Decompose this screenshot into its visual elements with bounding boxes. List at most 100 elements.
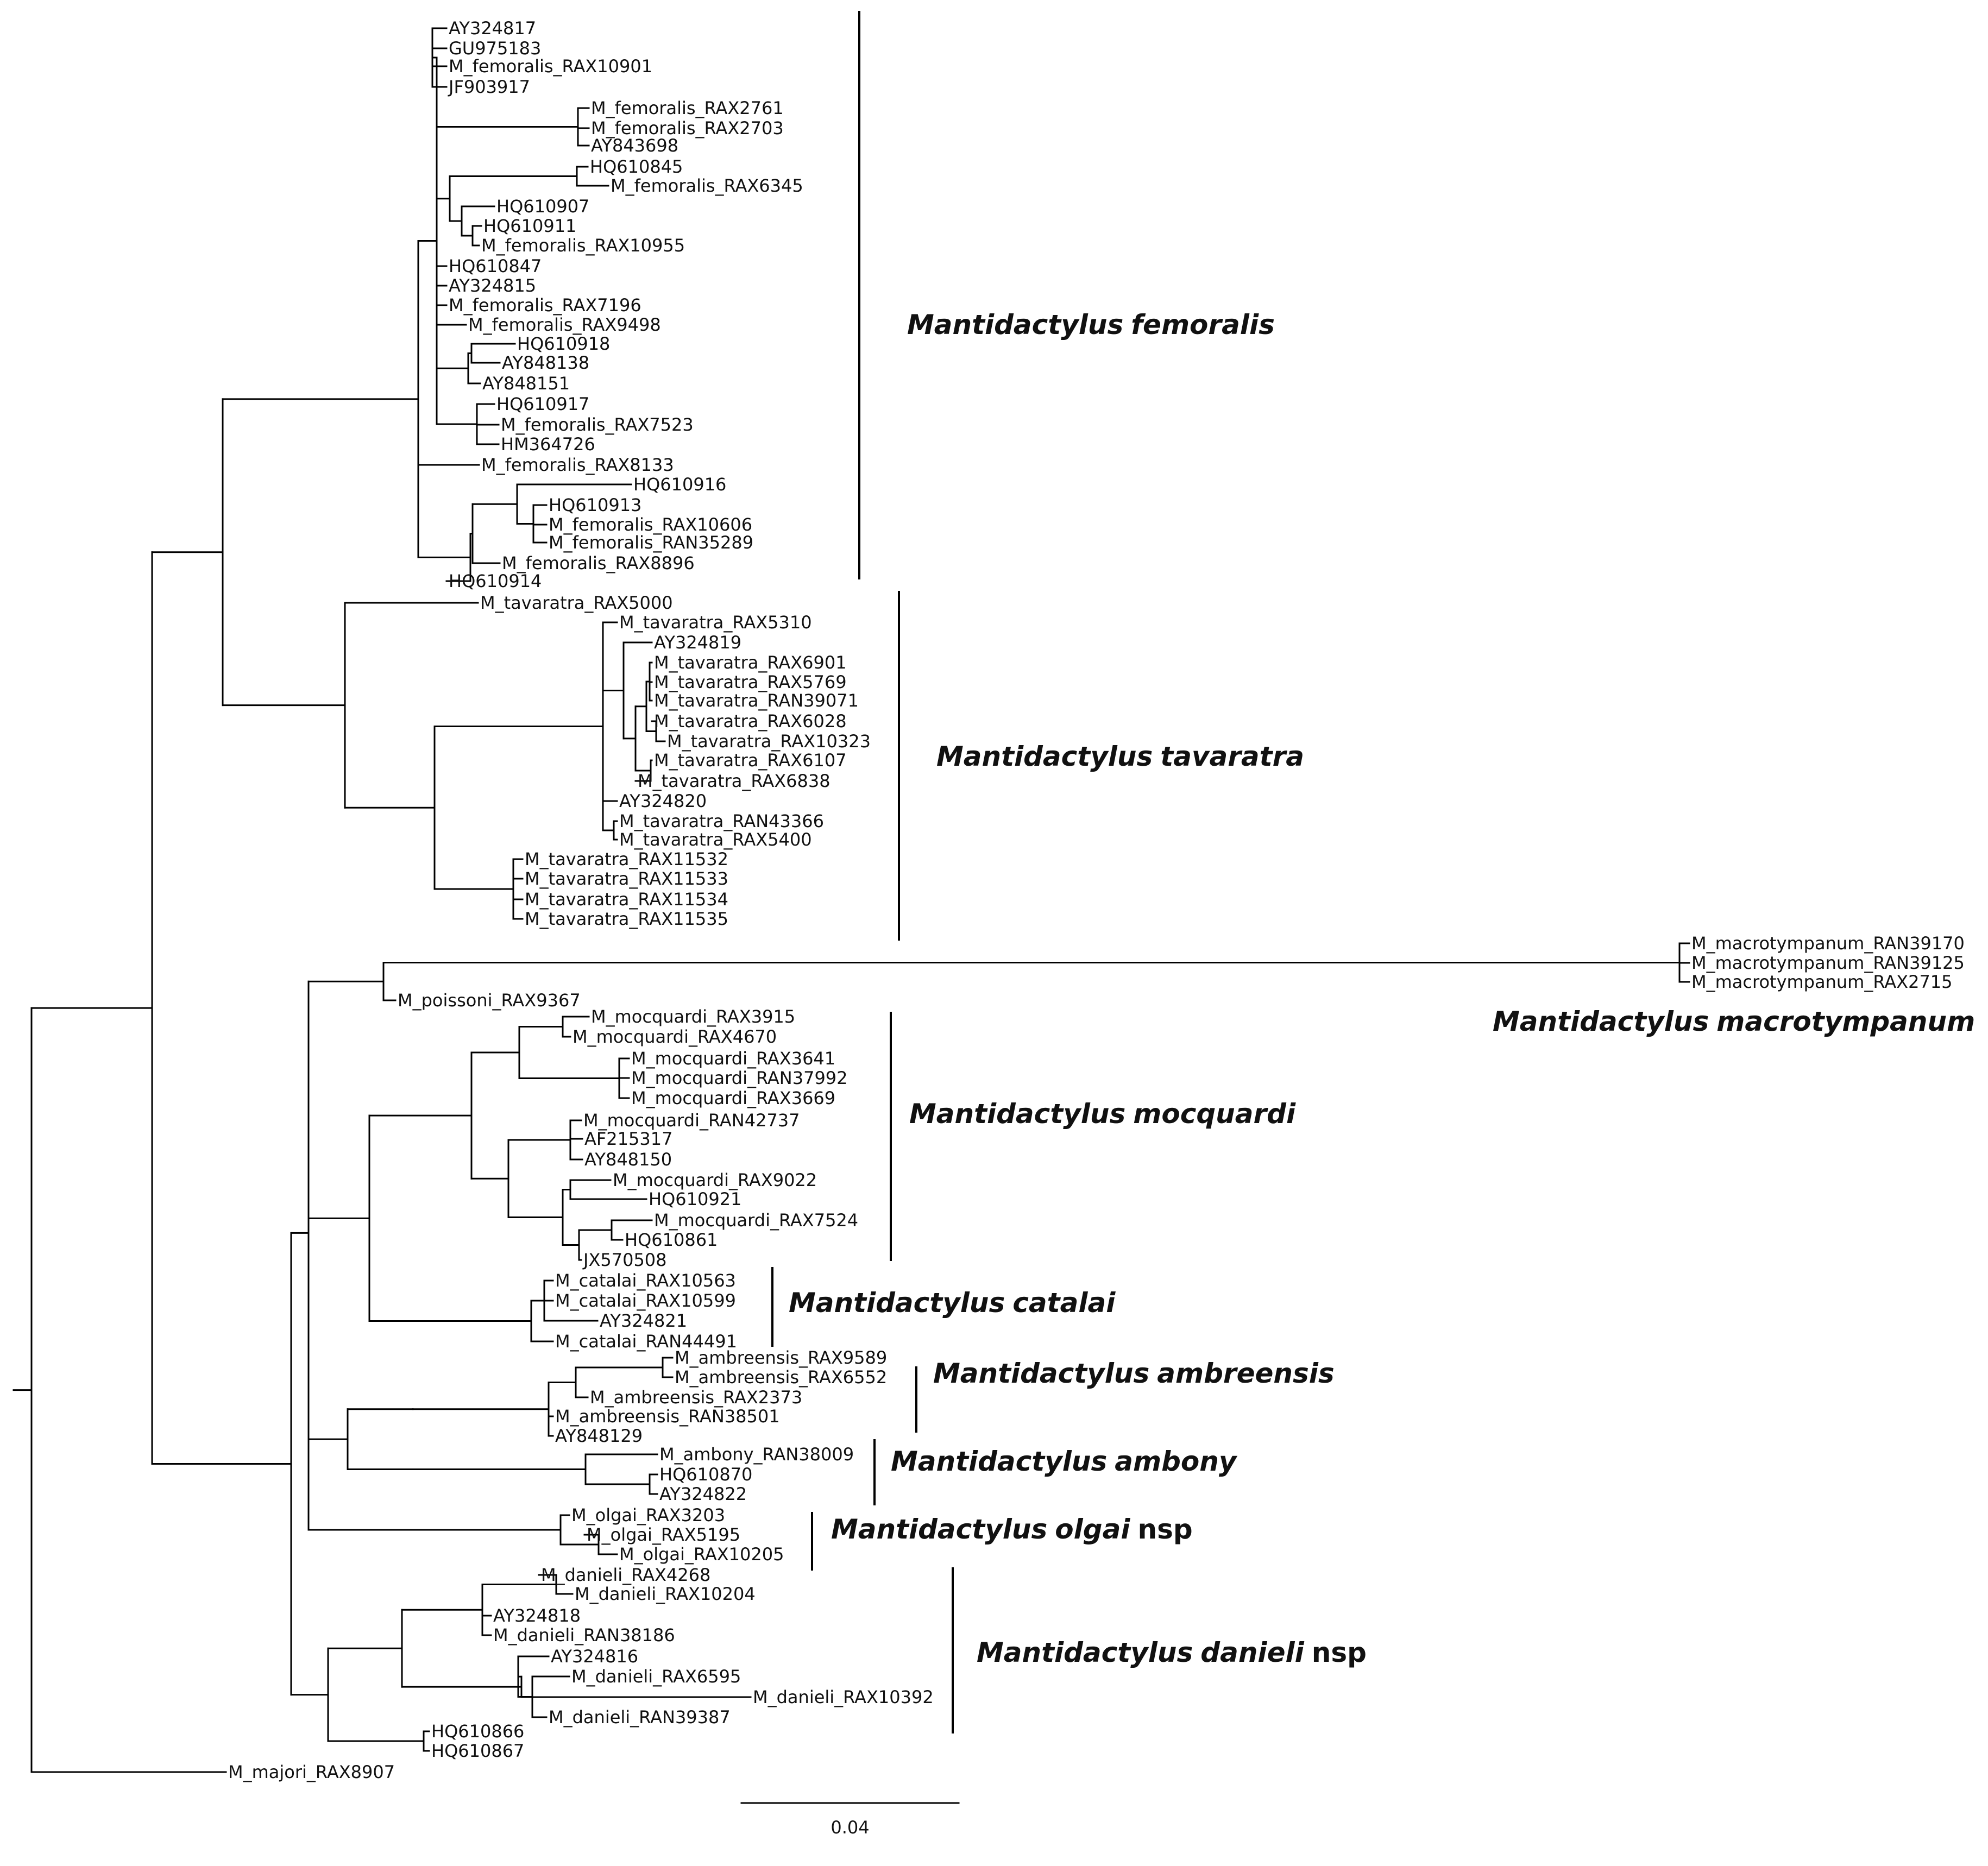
tip-label: M_danieli_RAX4268 (541, 1565, 710, 1585)
tip-label: HQ610907 (496, 196, 589, 217)
tip-label: M_ambreensis_RAN38501 (555, 1406, 780, 1427)
tip-label: M_femoralis_RAX10955 (481, 235, 685, 256)
tip-label: M_tavaratra_RAX11532 (525, 849, 728, 869)
tip-label: M_macrotympanum_RAX2715 (1691, 972, 1953, 992)
tip-label: M_danieli_RAX6595 (571, 1666, 741, 1687)
tip-label: M_danieli_RAX10392 (753, 1687, 934, 1707)
tip-label: AY848151 (482, 373, 570, 394)
clade-genus: Mantidactylus (789, 1287, 1005, 1319)
clade-brackets (771, 11, 954, 1733)
tip-label: M_tavaratra_RAX11533 (525, 868, 728, 889)
tip-label: AY848129 (555, 1426, 643, 1446)
tip-label: M_poissoni_RAX9367 (398, 990, 581, 1011)
tip-label: M_tavaratra_RAX6901 (654, 652, 847, 673)
tip-label: M_tavaratra_RAX10323 (667, 731, 871, 752)
tip-label: HQ610867 (431, 1741, 524, 1761)
tip-label: AY324821 (600, 1310, 687, 1331)
tip-label: M_macrotympanum_RAN39170 (1691, 933, 1965, 954)
tip-label: M_tavaratra_RAX5769 (654, 672, 847, 692)
tip-label: M_danieli_RAN38186 (493, 1625, 675, 1646)
clade-genus: Mantidactylus (977, 1637, 1193, 1668)
tip-label: AF215317 (584, 1129, 672, 1149)
tip-label: M_femoralis_RAX6345 (611, 175, 803, 196)
tip-label: HQ610921 (649, 1189, 741, 1209)
tip-label: M_mocquardi_RAX3669 (631, 1088, 835, 1108)
clade-species: macrotympanum (1716, 1006, 1975, 1037)
tip-label: M_femoralis_RAX7196 (449, 295, 641, 316)
tip-label: M_mocquardi_RAX9022 (613, 1170, 817, 1190)
tip-label: HQ610911 (483, 216, 576, 236)
tip-label: HQ610916 (633, 474, 726, 495)
tip-label: M_mocquardi_RAN37992 (631, 1068, 848, 1088)
tip-label: M_olgai_RAX3203 (571, 1505, 725, 1525)
tip-label: M_femoralis_RAN35289 (549, 532, 753, 553)
tip-label: M_catalai_RAN44491 (555, 1331, 737, 1352)
tip-label: M_femoralis_RAX2761 (591, 98, 784, 118)
tip-label: M_femoralis_RAX2703 (591, 118, 784, 138)
tip-label: M_mocquardi_RAX7524 (654, 1210, 858, 1231)
tip-label: M_ambreensis_RAX2373 (590, 1387, 802, 1408)
tip-label: JF903917 (448, 77, 530, 97)
clade-genus: Mantidactylus (907, 309, 1123, 341)
tip-label: M_femoralis_RAX8896 (502, 553, 695, 573)
tip-label: HQ610847 (449, 256, 542, 276)
tip-label: AY848150 (584, 1149, 672, 1170)
tip-label: M_femoralis_RAX10901 (449, 56, 652, 77)
tip-label: M_mocquardi_RAX3915 (591, 1006, 795, 1027)
tip-label: M_tavaratra_RAX6107 (654, 750, 847, 771)
tip-label: HQ610861 (625, 1230, 718, 1250)
tip-label: M_danieli_RAX10204 (575, 1584, 756, 1604)
tip-label: M_olgai_RAX5195 (587, 1524, 740, 1545)
tip-label: M_tavaratra_RAX6028 (654, 711, 847, 732)
tip-label: M_tavaratra_RAX11535 (525, 909, 728, 929)
tip-labels: AY324817GU975183M_femoralis_RAX10901JF90… (228, 18, 1965, 1782)
tip-label: M_catalai_RAX10563 (555, 1270, 736, 1291)
tip-label: M_macrotympanum_RAN39125 (1691, 953, 1965, 973)
tip-label: GU975183 (449, 38, 541, 59)
tip-label: M_ambreensis_RAX6552 (675, 1367, 887, 1388)
clade-genus: Mantidactylus (936, 741, 1153, 772)
tip-label: HQ610918 (517, 333, 610, 354)
clade-genus: Mantidactylus (831, 1514, 1047, 1545)
clade-species: ambony (1115, 1446, 1238, 1477)
clade-species: femoralis (1131, 309, 1275, 341)
tip-label: AY848138 (502, 352, 589, 373)
tip-label: HQ610913 (549, 495, 641, 515)
tip-label: M_mocquardi_RAX3641 (631, 1048, 835, 1069)
tip-label: M_ambony_RAN38009 (659, 1444, 854, 1465)
tip-label: M_olgai_RAX10205 (619, 1544, 784, 1565)
tip-label: M_danieli_RAN39387 (549, 1707, 731, 1728)
tip-label: M_femoralis_RAX7523 (501, 414, 694, 435)
tip-label: HM364726 (501, 434, 595, 455)
tip-label: AY324816 (551, 1646, 638, 1667)
tip-label: M_tavaratra_RAN39071 (654, 690, 859, 711)
tip-label: HQ610917 (496, 394, 589, 414)
tip-label: M_tavaratra_RAX5310 (619, 612, 812, 633)
tip-label: HQ610866 (431, 1721, 524, 1742)
clade-genus: Mantidactylus (909, 1098, 1125, 1130)
tip-label: M_mocquardi_RAN42737 (583, 1110, 800, 1131)
tip-label: AY324822 (659, 1484, 747, 1504)
clade-genus: Mantidactylus (1493, 1006, 1709, 1037)
tip-label: AY324819 (654, 632, 741, 653)
clade-species: catalai (1012, 1287, 1116, 1319)
clade-suffix: nsp (1137, 1514, 1192, 1545)
tip-label: M_catalai_RAX10599 (555, 1290, 736, 1311)
tip-label: M_majori_RAX8907 (228, 1762, 395, 1782)
tip-label: HQ610845 (590, 156, 683, 177)
tip-label: JX570508 (582, 1250, 667, 1270)
clade-species: ambreensis (1157, 1358, 1334, 1389)
tip-label: M_tavaratra_RAN43366 (619, 811, 824, 831)
clade-species: mocquardi (1133, 1098, 1296, 1130)
